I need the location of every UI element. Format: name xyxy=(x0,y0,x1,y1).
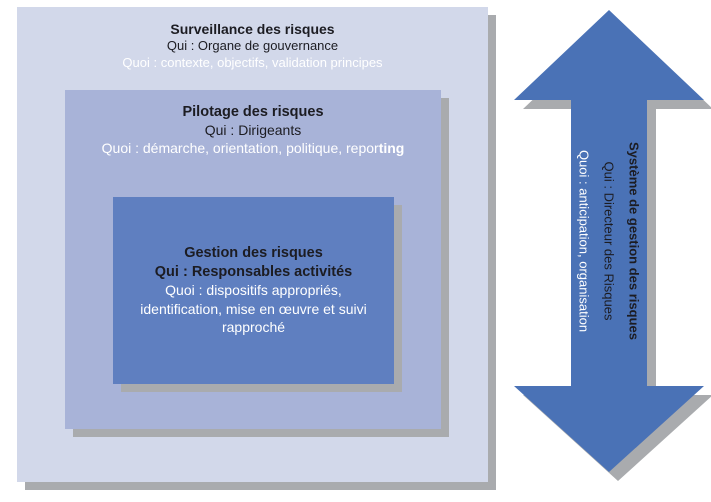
pilotage-quoi: Quoi : démarche, orientation, politique,… xyxy=(65,139,441,157)
arrow-qui: Qui : Directeur des Risques xyxy=(601,161,617,321)
arrow-title: Système de gestion des risques xyxy=(626,142,642,340)
vertical-double-arrow-icon xyxy=(514,10,711,481)
pilotage-box: Pilotage des risques Qui : Dirigeants Qu… xyxy=(65,90,441,429)
surveillance-box: Surveillance des risques Qui : Organe de… xyxy=(17,7,488,482)
surveillance-quoi: Quoi : contexte, objectifs, validation p… xyxy=(122,54,383,70)
gestion-quoi-line-1: Quoi : dispositifs appropriés, xyxy=(165,282,342,299)
gestion-quoi-line-2: identification, mise en œuvre et suivi xyxy=(140,300,367,317)
arrow-body-shape xyxy=(514,10,704,472)
gestion-qui: Qui : Responsables activités xyxy=(154,263,353,280)
gestion-box: Gestion des risques Qui : Responsables a… xyxy=(113,197,394,384)
pilotage-title: Pilotage des risques xyxy=(182,104,324,120)
surveillance-title: Surveillance des risques xyxy=(170,21,335,37)
surveillance-qui: Qui : Organe de gouvernance xyxy=(166,38,339,53)
pilotage-qui: Qui : Dirigeants xyxy=(204,122,302,138)
pilotage-quoi-bold-text: ting xyxy=(378,140,405,156)
pilotage-quoi-text: Quoi : démarche, orientation, politique,… xyxy=(101,140,379,156)
arrow-quoi: Quoi : anticipation, organisation xyxy=(576,149,592,333)
gestion-title: Gestion des risques xyxy=(184,245,323,262)
arrow-label: Système de gestion des risques Qui : Dir… xyxy=(572,142,647,340)
gestion-quoi-line-3: rapproché xyxy=(221,319,286,336)
